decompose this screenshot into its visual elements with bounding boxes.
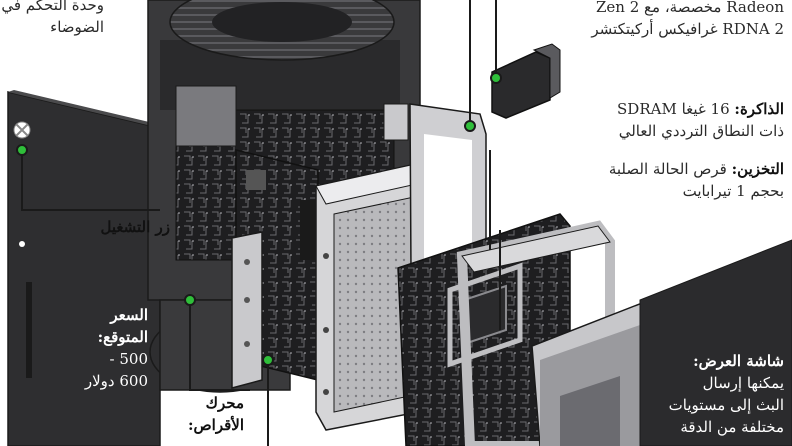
marker-chassis bbox=[184, 294, 196, 306]
label-disc-drive-title-2: الأقراص: bbox=[187, 416, 244, 434]
leader-lines bbox=[21, 0, 501, 446]
label-storage-title: التخزين: bbox=[731, 160, 784, 178]
label-power-button-title: زر التشغيل bbox=[100, 218, 170, 236]
status-light bbox=[19, 241, 25, 247]
label-price-line-1: 500 - bbox=[109, 350, 148, 368]
label-noise-control-line-2: الضوضاء bbox=[50, 18, 104, 36]
label-disc-drive: محرك الأقراص: bbox=[154, 392, 244, 436]
apu-board bbox=[397, 213, 571, 446]
disc-drive-bracket bbox=[231, 231, 263, 389]
label-display-line-2: البث إلى مستويات bbox=[668, 396, 784, 414]
label-processor-line-2: RDNA 2 غرافيكس أركيتكتشر bbox=[591, 20, 784, 38]
marker-frame bbox=[464, 120, 476, 132]
console-side-panel bbox=[7, 90, 166, 446]
label-display-line-1: يمكنها إرسال bbox=[702, 374, 784, 392]
display-callout-panel bbox=[639, 239, 792, 446]
label-noise-control: وحدة التحكم في الضوضاء bbox=[0, 0, 104, 38]
label-memory: الذاكرة: 16 غيغا SDRAM ذات النطاق التردد… bbox=[564, 98, 784, 142]
callout-markers bbox=[16, 72, 502, 366]
label-price-title-1: السعر bbox=[110, 306, 148, 324]
label-price-line-2: 600 دولار bbox=[84, 372, 148, 390]
label-processor-line-1: Radeon مخصصة، مع Zen 2 bbox=[596, 0, 784, 16]
label-display: شاشة العرض: يمكنها إرسال البث إلى مستويا… bbox=[648, 350, 784, 438]
marker-card bbox=[490, 72, 502, 84]
label-storage: التخزين: قرص الحالة الصلبة بحجم 1 تيرابا… bbox=[564, 158, 784, 202]
label-disc-drive-title-1: محرك bbox=[205, 394, 244, 412]
marker-drive bbox=[262, 354, 274, 366]
label-price: السعر المتوقع: 500 - 600 دولار bbox=[38, 304, 148, 392]
label-display-line-3: مختلفة من الدقة bbox=[680, 418, 784, 436]
label-memory-line-2: ذات النطاق الترددي العالي bbox=[618, 122, 784, 140]
label-storage-line-1: قرص الحالة الصلبة bbox=[608, 160, 727, 178]
label-noise-control-line-1: وحدة التحكم في bbox=[1, 0, 104, 14]
leader-line-drive bbox=[189, 300, 250, 391]
label-memory-line-1: 16 غيغا SDRAM bbox=[617, 100, 730, 118]
label-display-title: شاشة العرض: bbox=[693, 352, 784, 370]
label-memory-title: الذاكرة: bbox=[734, 100, 784, 118]
label-power-button: زر التشغيل bbox=[20, 216, 170, 238]
leader-line-power-button bbox=[21, 150, 160, 211]
storage-expansion-card bbox=[491, 43, 561, 119]
xbox-logo-icon bbox=[13, 121, 31, 139]
label-processor: Radeon مخصصة، مع Zen 2 RDNA 2 غرافيكس أر… bbox=[554, 0, 784, 40]
marker-power-button bbox=[16, 144, 28, 156]
label-price-title-2: المتوقع: bbox=[97, 328, 148, 346]
label-storage-line-2: بحجم 1 تيرابايت bbox=[682, 182, 784, 200]
